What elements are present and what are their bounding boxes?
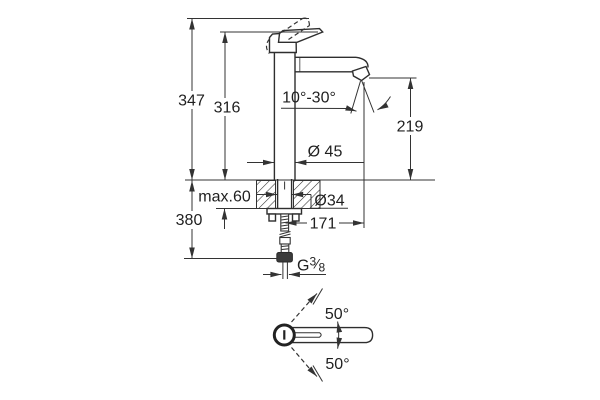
dim-body-diameter: Ø 45 (247, 144, 364, 166)
projection-label: 171 (310, 216, 337, 233)
projection-label-bg (307, 215, 339, 231)
swivel-upper-dashed (291, 301, 310, 323)
thread-label: G3⁄8 (297, 255, 325, 275)
mounting-bolt-right (291, 213, 300, 222)
dim-thread: G3⁄8 (263, 255, 326, 278)
lever-height-label-bg (211, 98, 243, 116)
mounting-washer (266, 207, 303, 215)
side-view: 10°-30° 347 316 219 Ø 45 (173, 17, 435, 279)
stream-line-left (350, 80, 361, 114)
hole-diameter-label: Ø34 (314, 193, 344, 210)
below-deck-label-bg (173, 211, 206, 229)
stream-angle-label: 10°-30° (282, 90, 336, 107)
swivel-lower-dashed (291, 347, 310, 369)
dim-stream-angle: 10°-30° (280, 80, 391, 114)
hose-break-symbol (279, 231, 291, 238)
outlet-height-label: 219 (397, 119, 424, 136)
plan-rotation-arc (336, 321, 343, 349)
dim-projection: 171 (285, 215, 364, 233)
dim-total-height: 347 (177, 18, 309, 180)
aerator-tip (351, 65, 371, 82)
faucet-outline (265, 17, 371, 180)
dim-below-deck: 380 (173, 180, 277, 259)
lever-height-label: 316 (214, 100, 241, 117)
deck-thickness-label: max.60 (198, 189, 251, 206)
below-deck-label: 380 (176, 212, 203, 229)
mounting-bolt-left (268, 213, 277, 222)
dim-lever-height: 316 (211, 31, 318, 180)
dim-hole-diameter: Ø34 (256, 191, 348, 210)
plan-view: 50° 50° (272, 288, 374, 382)
angle-leader-arrow (345, 105, 357, 112)
swivel-upper-arrow (307, 293, 318, 304)
lower-swivel-label: 50° (325, 356, 349, 373)
dim-deck-thickness: max.60 (195, 187, 254, 229)
total-height-label-bg (177, 91, 206, 109)
spout-end-cap (355, 56, 369, 68)
stream-arc-arrow (377, 96, 391, 111)
outlet-height-label-bg (395, 117, 425, 135)
total-height-label: 347 (178, 93, 205, 110)
plan-spout-bar (290, 326, 374, 344)
head-dashed-arc (265, 38, 270, 54)
supply-hose-rod (279, 236, 291, 254)
plan-swivel-upper: 50° (291, 288, 349, 323)
deck-thickness-label-bg (195, 187, 254, 205)
body-diameter-label: Ø 45 (308, 144, 343, 161)
dim-outlet-height: 219 (369, 77, 425, 180)
upper-swivel-label: 50° (325, 306, 349, 323)
plan-lever-inner (294, 332, 322, 338)
hose-coupling-nut (276, 252, 293, 263)
swivel-lower-arrow (307, 366, 318, 377)
plan-swivel-lower: 50° (291, 347, 350, 382)
